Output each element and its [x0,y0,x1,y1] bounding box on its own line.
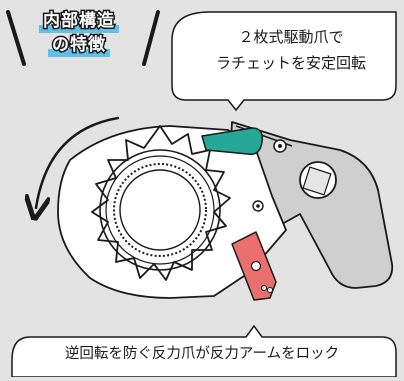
bottom-callout-bubble [11,324,397,378]
top-callout-text: ２枚式駆動爪で ラチェットを安定回転 [191,24,391,76]
heading-bracket-left [6,10,26,66]
rotation-arrow [36,116,120,208]
heading-line-2: の特徴 [0,34,158,57]
gear-ring-mid [105,155,215,265]
drive-pawl-pivot-dot [278,144,282,148]
reaction-pawl-hole-b [266,286,274,294]
housing-pivot-dot [256,204,260,208]
arm-socket-square [302,166,332,196]
reaction-pawl-pivot [250,260,262,272]
bottom-callout-text: 逆回転を防ぐ反力爪が反力アームをロック [64,346,340,362]
top-callout-bubble [171,11,397,112]
drive-pawl [201,127,264,155]
heading-line-1: 内部構造 [0,10,158,33]
top-callout-line-2: ラチェットを安定回転 [215,54,366,72]
gear-ring-outer [99,149,221,271]
gear-bore [119,169,201,251]
reaction-pawl-hole-a [260,284,268,292]
reaction-arm [227,121,394,289]
top-callout-line-1: ２枚式駆動爪で [238,28,344,46]
heading-bracket-right [142,10,160,66]
